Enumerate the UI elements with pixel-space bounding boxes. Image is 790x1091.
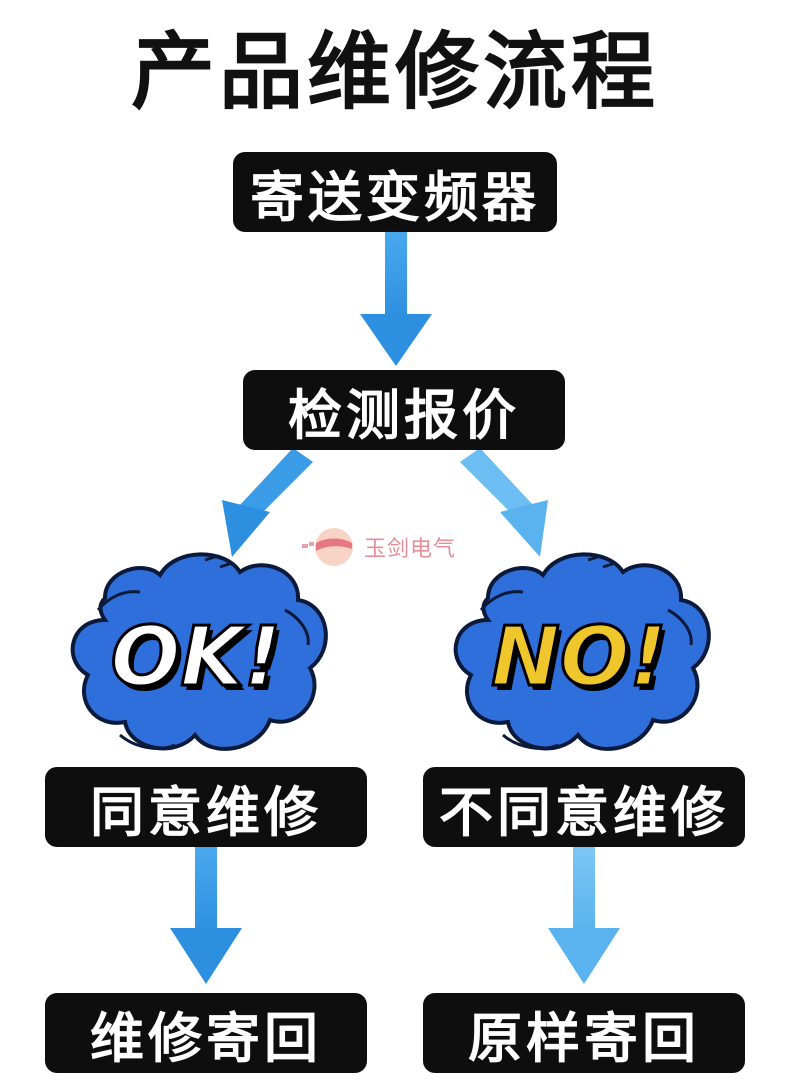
step-send-inverter: 寄送变频器 — [233, 152, 557, 232]
step-inspection-quote: 检测报价 — [243, 370, 565, 450]
no-cloud — [453, 552, 711, 751]
arrow-reject-to-return — [548, 845, 620, 984]
step-original-return-label: 原样寄回 — [468, 1006, 700, 1070]
no-badge: NO! — [491, 610, 667, 705]
step-repair-return: 维修寄回 — [45, 993, 367, 1073]
step-detect-label: 检测报价 — [288, 383, 520, 447]
watermark: 玉剑电气 — [300, 522, 500, 572]
step-original-return: 原样寄回 — [423, 993, 745, 1073]
step-send-label: 寄送变频器 — [250, 165, 540, 229]
ok-cloud — [70, 552, 328, 751]
watermark-text: 玉剑电气 — [364, 537, 457, 562]
arrow-detect-to-ok — [222, 448, 313, 557]
page-title: 产品维修流程 — [130, 23, 659, 121]
no-badge-shadow: NO! — [495, 615, 671, 710]
step-agree-label: 同意维修 — [90, 780, 322, 844]
ok-badge: OK! — [111, 610, 282, 705]
arrow-detect-to-no — [460, 448, 548, 557]
step-agree-repair: 同意维修 — [45, 767, 367, 847]
step-reject-repair: 不同意维修 — [423, 767, 745, 847]
arrow-agree-to-repair — [170, 845, 242, 984]
step-repair-return-label: 维修寄回 — [90, 1006, 322, 1070]
watermark-logo-icon — [302, 528, 353, 566]
ok-badge-shadow: OK! — [115, 615, 286, 710]
arrow-send-to-detect — [360, 230, 432, 366]
step-reject-label: 不同意维修 — [439, 780, 729, 844]
